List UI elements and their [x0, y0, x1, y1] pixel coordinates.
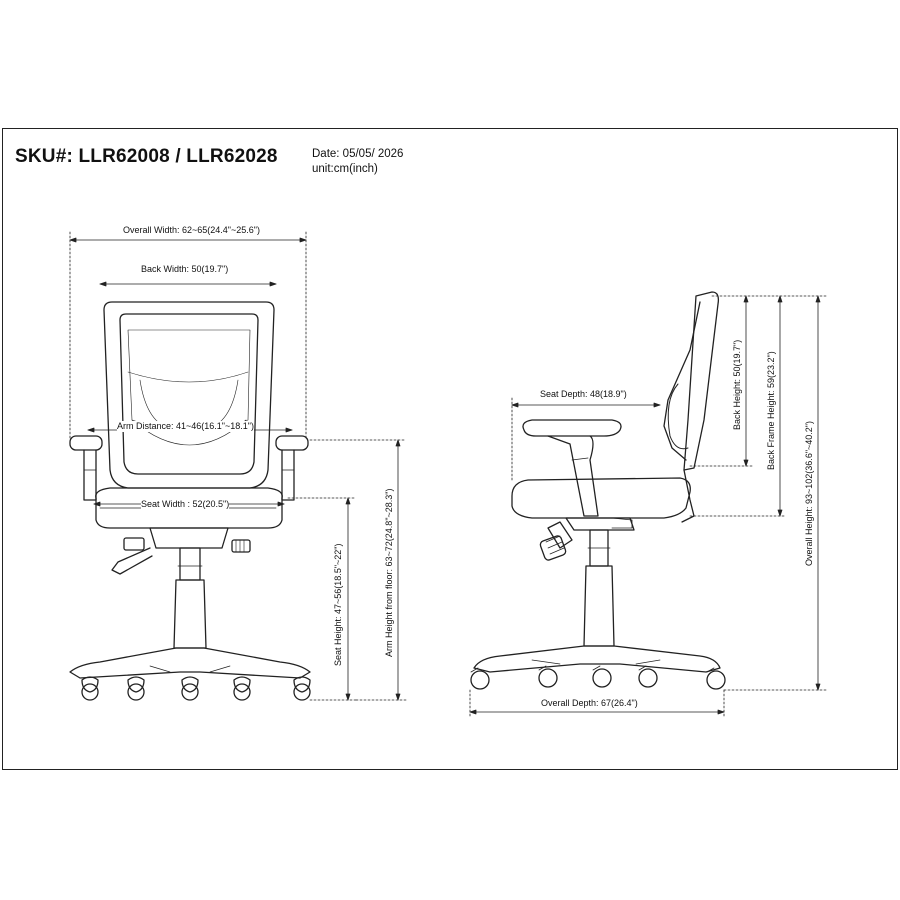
unit-label: unit:cm(inch) — [312, 163, 378, 175]
arm-height-dimension — [309, 439, 407, 701]
back-frame-height-dimension — [689, 295, 787, 517]
base-side — [470, 645, 726, 690]
seat-height-dimension — [287, 497, 357, 701]
seat-height-label: Seat Height: 47~56(18.5"~22") — [333, 543, 344, 666]
seat-depth-label: Seat Depth: 48(18.9") — [540, 389, 627, 400]
arm-distance-label: Arm Distance: 41~46(16.1"~18.1") — [117, 421, 254, 432]
seat-depth-dimension — [511, 397, 661, 481]
base-front — [69, 647, 311, 701]
overall-depth-dimension — [469, 689, 725, 719]
overall-width-dimension — [69, 231, 307, 441]
back-width-dimension — [99, 281, 277, 287]
armrest-side — [522, 419, 622, 517]
overall-width-label: Overall Width: 62~65(24.4"~25.6") — [123, 225, 260, 236]
sku-title: SKU#: LLR62008 / LLR62028 — [15, 146, 278, 167]
back-height-dimension — [689, 295, 827, 467]
overall-depth-label: Overall Depth: 67(26.4") — [541, 698, 638, 709]
armrests-front — [69, 435, 309, 501]
back-frame-height-label: Back Frame Height: 59(23.2") — [766, 351, 777, 470]
overall-height-label: Overall Height: 93~102(36.6"~40.2") — [804, 421, 815, 566]
back-height-label: Back Height: 50(19.7") — [732, 339, 743, 430]
backrest-side — [663, 291, 720, 523]
overall-height-dimension — [723, 295, 827, 691]
back-width-label: Back Width: 50(19.7") — [141, 264, 229, 275]
mechanism-front — [111, 527, 251, 575]
gas-lift-side — [583, 529, 615, 647]
arm-height-label: Arm Height from floor: 63~72(24.8"~28.3"… — [384, 488, 395, 657]
seat-width-label: Seat Width : 52(20.5") — [141, 499, 230, 510]
mechanism-side — [539, 517, 635, 561]
seat-side — [511, 477, 691, 519]
drawing-frame — [2, 128, 898, 770]
date-label: Date: 05/05/ 2026 — [312, 148, 404, 160]
